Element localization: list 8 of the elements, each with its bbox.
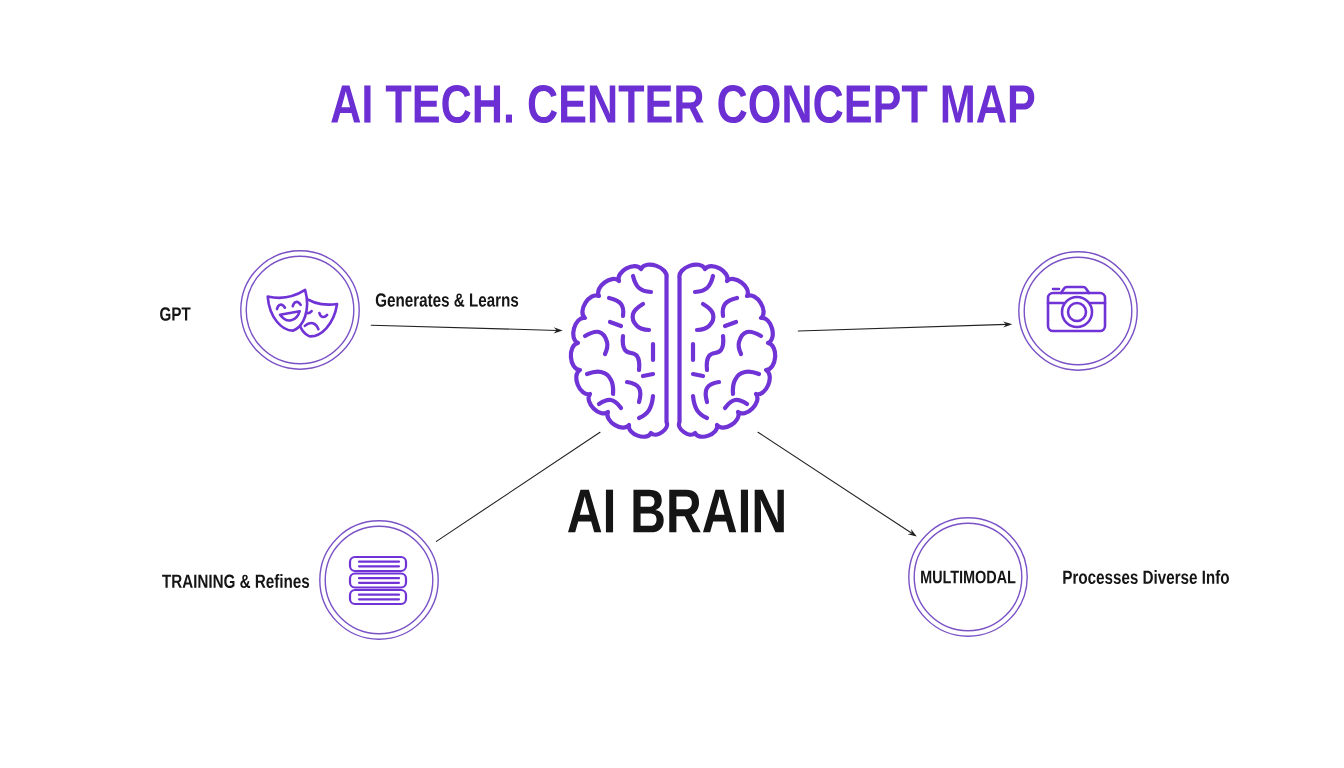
connector-line [435,431,601,542]
node-label: GPT [160,307,191,321]
edge-label: Generates & Learns [373,291,521,309]
circle-node: MULTIMODAL [908,517,1028,637]
node-label: TRAINING & Refines [162,574,310,588]
title: AI TECH. CENTER CONCEPT MAP [331,84,1035,124]
node-label: Processes Diverse Info [1063,570,1229,584]
node-label: AI BRAIN [568,489,784,533]
